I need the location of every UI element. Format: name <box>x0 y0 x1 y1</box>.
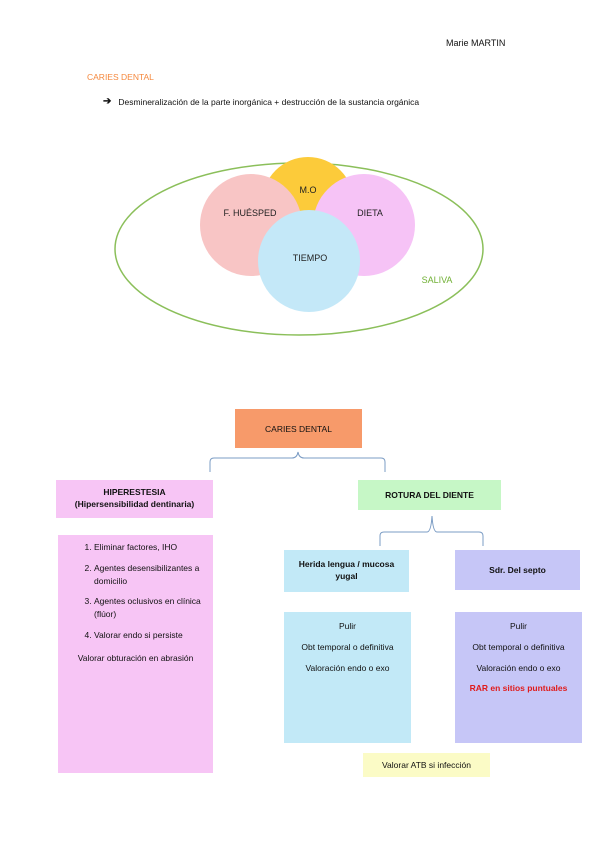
hiperestesia-title: HIPERESTESIA <box>103 487 166 498</box>
brace-rotura <box>379 515 484 546</box>
root-node-caries: CARIES DENTAL <box>235 409 362 448</box>
author-name: Marie MARTIN <box>446 38 506 48</box>
list-item: Eliminar factores, IHO <box>94 541 203 554</box>
list-item: Agentes desensibilizantes a domicilio <box>94 562 203 588</box>
node-valorar-atb: Valorar ATB si infección <box>363 753 490 777</box>
saliva-label: SALIVA <box>422 275 453 285</box>
node-herida: Herida lengua / mucosa yugal <box>284 550 409 592</box>
mo-label: M.O <box>300 185 317 195</box>
huesped-label: F. HUÉSPED <box>223 208 277 218</box>
herida-line2: yugal <box>335 571 358 581</box>
list-item: Valoración endo o exo <box>476 662 561 673</box>
section-title: CARIES DENTAL <box>87 72 154 82</box>
node-rotura-diente: ROTURA DEL DIENTE <box>358 480 501 510</box>
node-hiperestesia: HIPERESTESIA (Hipersensibilidad dentinar… <box>56 480 213 518</box>
list-item: Pulir <box>338 621 356 631</box>
list-item: Obt temporal o definitiva <box>472 641 565 652</box>
hiperestesia-footer: Valorar obturación en abrasión <box>77 652 194 663</box>
sdr-highlight-item: RAR en sitios puntuales <box>469 683 568 694</box>
brace-root <box>209 451 386 472</box>
arrow-right-icon: ➔ <box>103 96 112 107</box>
list-item: Agentes oclusivos en clínica (flúor) <box>94 595 203 621</box>
hiperestesia-treatment-list: Eliminar factores, IHO Agentes desensibi… <box>58 535 213 773</box>
hiperestesia-subtitle: (Hipersensibilidad dentinaria) <box>74 499 195 509</box>
tiempo-label: TIEMPO <box>293 253 328 263</box>
definition-text: Desmineralización de la parte inorgánica… <box>118 96 420 107</box>
dieta-label: DIETA <box>357 208 383 218</box>
tiempo-circle <box>258 210 360 312</box>
venn-diagram: M.O F. HUÉSPED DIETA TIEMPO SALIVA <box>114 157 484 336</box>
list-item: Valorar endo si persiste <box>94 629 203 642</box>
list-item: Obt temporal o definitiva <box>301 641 394 652</box>
herida-treatment: Pulir Obt temporal o definitiva Valoraci… <box>284 612 411 743</box>
herida-line1: Herida lengua / mucosa <box>298 559 395 570</box>
node-sdr-septo: Sdr. Del septo <box>455 550 580 590</box>
list-item: Valoración endo o exo <box>305 662 390 673</box>
definition-bullet: ➔ Desmineralización de la parte inorgáni… <box>103 96 419 107</box>
sdr-treatment: Pulir Obt temporal o definitiva Valoraci… <box>455 612 582 743</box>
list-item: Pulir <box>509 621 527 631</box>
